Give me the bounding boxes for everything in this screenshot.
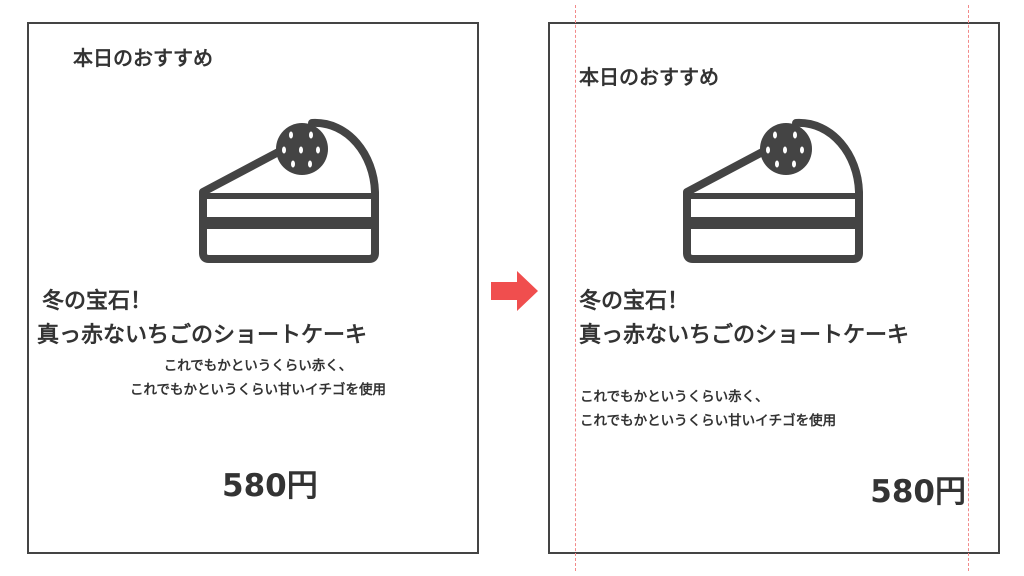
before-headline-2: 真っ赤ないちごのショートケーキ bbox=[37, 323, 368, 348]
right-guide-line bbox=[968, 5, 969, 571]
after-layout-card bbox=[548, 22, 1000, 554]
after-headline-1: 冬の宝石！ bbox=[579, 289, 690, 314]
after-desc-1: これでもかというくらい赤く、 bbox=[580, 389, 769, 405]
cake-slice-icon bbox=[198, 113, 381, 263]
before-desc-2: これでもかというくらい甘いイチゴを使用 bbox=[129, 382, 387, 398]
before-headline-1: 冬の宝石！ bbox=[42, 289, 153, 314]
left-guide-line bbox=[575, 5, 576, 571]
before-desc-1: これでもかというくらい赤く、 bbox=[163, 358, 353, 374]
before-title: 本日のおすすめ bbox=[73, 46, 213, 70]
after-headline-2: 真っ赤ないちごのショートケーキ bbox=[579, 323, 910, 348]
after-price: 580円 bbox=[870, 474, 966, 510]
before-layout-card bbox=[27, 22, 479, 554]
after-title: 本日のおすすめ bbox=[579, 65, 719, 89]
cake-slice-icon bbox=[682, 113, 865, 263]
arrow-right-icon bbox=[491, 271, 538, 311]
after-desc-2: これでもかというくらい甘いイチゴを使用 bbox=[580, 413, 837, 429]
before-price: 580円 bbox=[222, 468, 318, 504]
